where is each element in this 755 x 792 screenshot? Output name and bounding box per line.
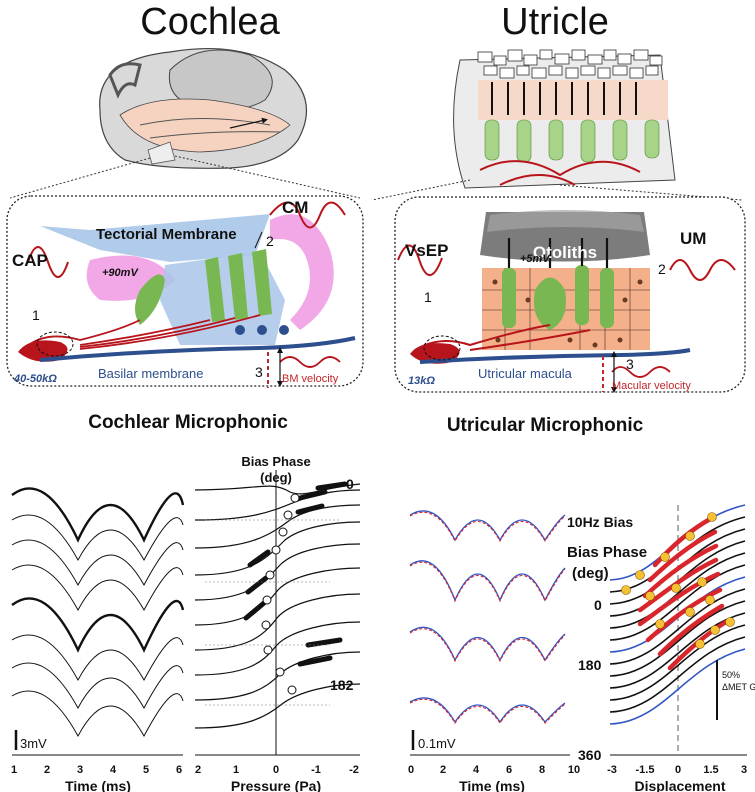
gain-scale-bar-unit: ΔMET G: [722, 682, 755, 692]
svg-text:10: 10: [568, 764, 580, 776]
utricle-displacement-ticks: -3 -1.5 0 1.5 3: [607, 764, 747, 776]
cochlea-time-axis-label: Time (ms): [65, 778, 131, 792]
svg-text:4: 4: [110, 764, 117, 776]
marker-3-label: 3: [255, 364, 263, 380]
svg-text:-3: -3: [607, 764, 617, 776]
outer-hair-cell-1: [205, 257, 225, 322]
svg-text:-1.5: -1.5: [636, 764, 655, 776]
utricle-time-axis-label: Time (ms): [459, 778, 525, 792]
svg-text:0: 0: [675, 764, 681, 776]
otoliths-label: Otoliths: [533, 243, 597, 262]
utricle-phase-0-label: 0: [594, 597, 602, 613]
utricle-marker-3-label: 3: [626, 356, 634, 372]
bias-frequency-label: 10Hz Bias: [567, 514, 633, 530]
svg-text:1: 1: [11, 764, 17, 776]
cochlea-pressure-ticks: 2 1 0 -1 -2: [195, 764, 359, 776]
bm-velocity-waveform: [279, 356, 341, 368]
svg-text:4: 4: [473, 764, 480, 776]
macula-diagram: [397, 210, 736, 393]
cap-label: CAP: [12, 251, 48, 270]
utricle-time-ticks: 0 2 4 6 8 10: [408, 764, 580, 776]
svg-text:0: 0: [273, 764, 279, 776]
support-cells-outer: [270, 214, 334, 330]
utricle-phase-180-label: 180: [578, 657, 602, 673]
um-label: UM: [680, 229, 706, 248]
utricle-illustration: [453, 49, 676, 189]
marker-1-label: 1: [32, 307, 40, 323]
cochlea-transfer-plot: [194, 470, 361, 756]
outer-hair-cell-3: [252, 249, 272, 316]
utricle-title: Utricle: [501, 1, 609, 43]
potential-label: +90mV: [102, 267, 139, 279]
cochlea-phase-top-label: 0: [346, 476, 354, 492]
macular-velocity-label: Macular velocity: [612, 380, 691, 392]
utricle-waveform-plot: [409, 510, 570, 756]
utricular-macula-label: Utricular macula: [478, 366, 573, 381]
svg-text:1: 1: [233, 764, 239, 776]
marker-2-label: 2: [266, 233, 274, 249]
outer-hair-cell-2: [228, 253, 248, 320]
svg-text:0: 0: [408, 764, 414, 776]
svg-text:2: 2: [44, 764, 50, 776]
svg-text:8: 8: [539, 764, 545, 776]
svg-text:5: 5: [143, 764, 149, 776]
cochlea-bias-phase-title: Bias Phase: [241, 454, 310, 469]
svg-text:1.5: 1.5: [703, 764, 718, 776]
resistance-label: 40-50kΩ: [13, 373, 57, 385]
cochlea-illustration: [99, 48, 308, 169]
svg-text:-1: -1: [311, 764, 321, 776]
svg-text:3: 3: [741, 764, 747, 776]
gain-scale-bar-percent: 50%: [722, 670, 740, 680]
inner-hair-cell: [135, 274, 165, 325]
organ-of-corti-diagram: [18, 201, 356, 388]
tectorial-membrane-label: Tectorial Membrane: [96, 226, 237, 243]
cochlea-time-ticks: 1 2 3 4 5 6: [11, 764, 182, 776]
utricle-resistance-label: 13kΩ: [408, 375, 435, 387]
utricle-scale-bar-label: 0.1mV: [418, 736, 456, 751]
cochlea-pressure-axis-label: Pressure (Pa): [231, 778, 321, 792]
cochlea-bias-phase-unit: (deg): [260, 470, 292, 485]
cap-waveform: [27, 246, 69, 278]
svg-text:6: 6: [506, 764, 512, 776]
cochlea-title: Cochlea: [140, 1, 280, 43]
utricular-microphonic-title: Utricular Microphonic: [447, 415, 644, 436]
utricle-bias-phase-title: Bias Phase: [567, 544, 647, 561]
utricle-marker-2-label: 2: [658, 261, 666, 277]
utricle-transfer-plot: [609, 504, 747, 756]
cochlea-scale-bar-label: 3mV: [20, 736, 47, 751]
cochlea-phase-bottom-label: 182: [330, 677, 354, 693]
svg-text:2: 2: [440, 764, 446, 776]
vsep-waveform: [397, 244, 443, 276]
svg-text:-2: -2: [349, 764, 359, 776]
cochlea-zoom-lines: [9, 155, 361, 199]
utricle-marker-1-label: 1: [424, 289, 432, 305]
tectorial-membrane: [40, 214, 270, 262]
um-waveform: [669, 259, 736, 281]
svg-text:2: 2: [195, 764, 201, 776]
cm-label: CM: [282, 198, 308, 217]
cochlear-microphonic-title: Cochlear Microphonic: [88, 412, 288, 433]
basilar-membrane-label: Basilar membrane: [98, 366, 204, 381]
bm-velocity-label: BM velocity: [282, 373, 339, 385]
basilar-membrane-line: [39, 336, 356, 362]
vsep-label: VsEP: [405, 241, 448, 260]
svg-text:6: 6: [176, 764, 182, 776]
cm-waveform: [269, 201, 346, 229]
svg-text:3: 3: [77, 764, 83, 776]
utricle-bias-phase-unit: (deg): [572, 565, 609, 582]
cochlea-waveform-plot: [11, 487, 185, 756]
utricle-phase-360-label: 360: [578, 747, 602, 763]
utricle-displacement-axis-label: Displacement: [634, 778, 725, 792]
utricle-potential-label: +5mV: [520, 253, 551, 265]
